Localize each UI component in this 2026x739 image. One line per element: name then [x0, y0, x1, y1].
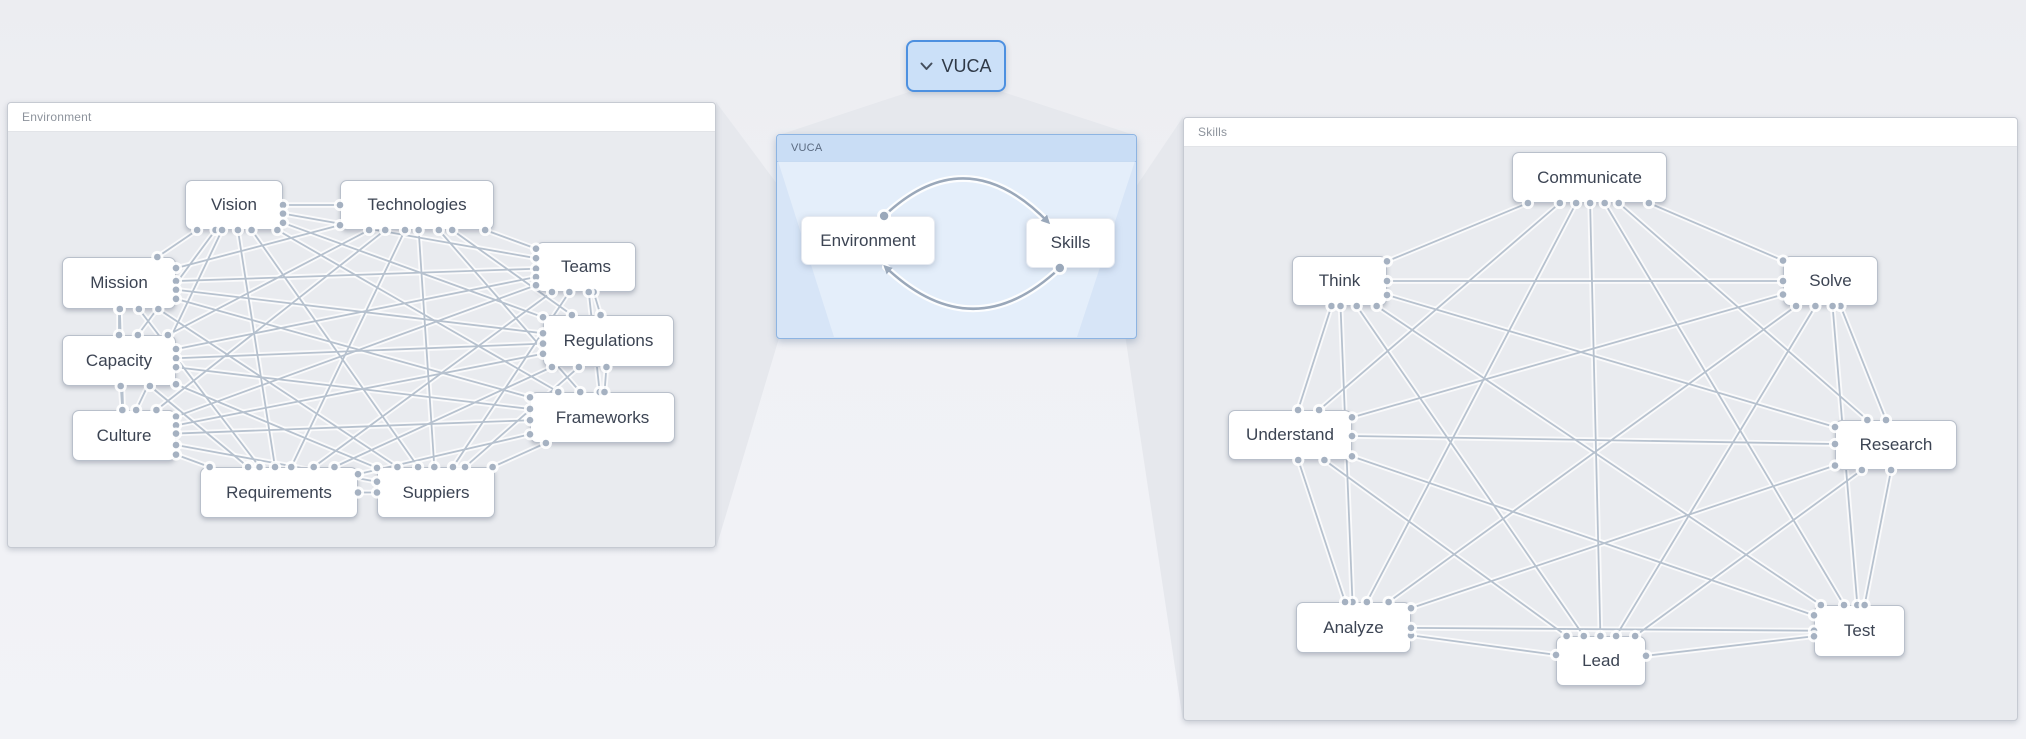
node-skills-analyze[interactable]: Analyze — [1296, 602, 1411, 653]
vuca-button-label: VUCA — [941, 55, 992, 76]
node-skills-lead[interactable]: Lead — [1556, 636, 1646, 686]
node-environment-culture[interactable]: Culture — [72, 410, 176, 461]
node-environment-frameworks[interactable]: Frameworks — [530, 392, 675, 443]
panel-environment-title: Environment — [22, 110, 92, 124]
node-skills-understand[interactable]: Understand — [1228, 410, 1352, 460]
node-vuca-skills[interactable]: Skills — [1026, 218, 1115, 268]
vuca-collapse-button[interactable]: VUCA — [906, 40, 1006, 92]
node-vuca-environment[interactable]: Environment — [801, 216, 935, 265]
panel-vuca-title: VUCA — [791, 142, 823, 154]
node-environment-capacity[interactable]: Capacity — [62, 335, 176, 386]
node-environment-suppiers[interactable]: Suppiers — [377, 467, 495, 518]
node-environment-teams[interactable]: Teams — [536, 242, 636, 292]
node-environment-vision[interactable]: Vision — [185, 180, 283, 230]
chevron-down-icon — [920, 62, 933, 70]
panel-skills-header: Skills — [1184, 118, 2017, 147]
node-skills-think[interactable]: Think — [1292, 256, 1387, 306]
node-skills-research[interactable]: Research — [1835, 420, 1957, 470]
node-skills-solve[interactable]: Solve — [1783, 256, 1878, 306]
node-skills-test[interactable]: Test — [1814, 605, 1905, 657]
panel-environment-header: Environment — [8, 103, 715, 132]
panel-vuca-header: VUCA — [777, 135, 1136, 162]
node-environment-regulations[interactable]: Regulations — [543, 315, 674, 367]
panel-skills-title: Skills — [1198, 125, 1228, 139]
node-skills-communicate[interactable]: Communicate — [1512, 152, 1667, 203]
node-environment-technologies[interactable]: Technologies — [340, 180, 494, 230]
node-environment-mission[interactable]: Mission — [62, 257, 176, 309]
node-environment-requirements[interactable]: Requirements — [200, 467, 358, 518]
